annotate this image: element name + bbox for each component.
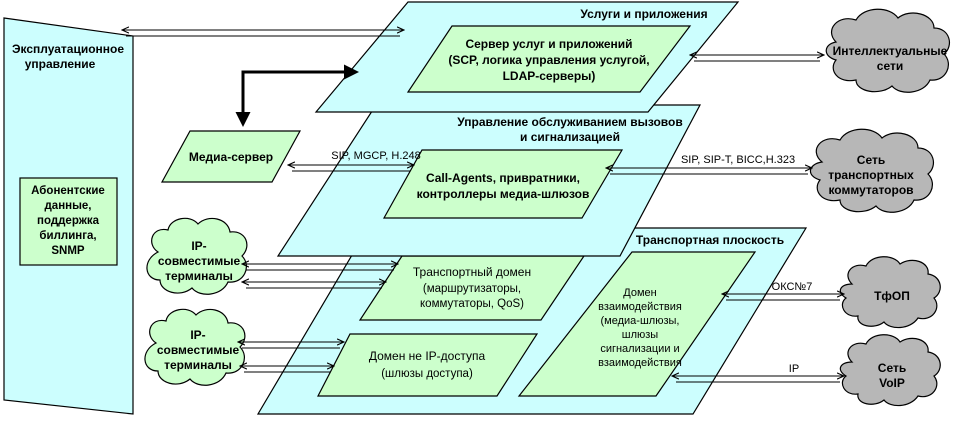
non-ip-access-domain-box xyxy=(317,333,539,397)
interworking-line1: Домен xyxy=(623,287,656,299)
pstn-label: ТфОП xyxy=(874,289,910,303)
operations-services-arrow xyxy=(122,30,404,37)
ip-terminals-1-line3: терминалы xyxy=(165,269,233,283)
subscriber-data-line5: SNMP xyxy=(51,245,85,257)
voip-network-cloud: Сеть VoIP xyxy=(839,334,941,407)
pstn-cloud: ТфОП xyxy=(839,256,941,329)
media-server-box: Медиа-сервер xyxy=(160,130,302,183)
call-agents-box xyxy=(382,149,624,219)
connection-arrows xyxy=(122,30,844,383)
interworking-line2: взаимодействия xyxy=(598,301,682,313)
interworking-line5: сигнализации и xyxy=(600,343,679,355)
ip-terminals-cloud-2: IP- совместимые терминалы xyxy=(144,308,246,386)
transit-switch-network-cloud: Сеть транспортных коммутаторов xyxy=(809,128,935,213)
operations-management-panel: Эксплуатационное управление Абонентские … xyxy=(3,17,134,415)
protocol-label-pstn: ОКС№7 xyxy=(772,281,813,293)
ip-terminals-1-line1: IP- xyxy=(191,239,206,253)
transport-plane-title: Транспортная плоскость xyxy=(636,233,784,247)
transport-domain-line1: Транспортный домен xyxy=(413,265,531,279)
call-agents-line1: Call-Agents, привратники, xyxy=(426,171,580,185)
protocol-label-media: SIP, MGCP, H.248 xyxy=(331,150,420,162)
ip-terminals-cloud-1: IP- совместимые терминалы xyxy=(146,217,248,295)
intelligent-networks-line1: Интеллектуальные xyxy=(833,44,948,58)
call-agents-line2: контроллеры медиа-шлюзов xyxy=(417,187,590,201)
service-server-box xyxy=(406,25,692,93)
services-intelligent-arrow xyxy=(690,55,824,62)
operations-title-line2: управление xyxy=(25,57,96,71)
intelligent-networks-cloud: Интеллектуальные сети xyxy=(825,8,951,93)
ip-terminals-2-line3: терминалы xyxy=(164,358,232,372)
transport-plane: Транспортная плоскость Транспортный доме… xyxy=(256,227,808,415)
intelligent-networks-line2: сети xyxy=(877,59,903,73)
call-control-title-line1: Управление обслуживанием вызовов xyxy=(457,115,682,129)
transit-network-line1: Сеть xyxy=(857,153,885,167)
subscriber-data-line2: данные, xyxy=(45,200,92,212)
subscriber-data-line4: биллинга, xyxy=(39,230,96,242)
interworking-line4: шлюзы xyxy=(622,329,659,341)
interworking-line3: (медиа-шлюзы, xyxy=(601,315,680,327)
ip-terminals-1-line2: совместимые xyxy=(158,254,241,268)
services-plane: Услуги и приложения Сервер услуг и прило… xyxy=(314,1,740,113)
interworking-line6: взаимодействия xyxy=(598,357,682,369)
subscriber-data-box xyxy=(19,177,118,266)
services-plane-title: Услуги и приложения xyxy=(580,7,707,21)
non-ip-access-line1: Домен не IP-доступа xyxy=(369,349,486,363)
transport-domain-line3: коммутаторы, QoS) xyxy=(420,298,524,310)
subscriber-data-line1: Абонентские xyxy=(31,185,105,197)
call-control-title-line2: и сигнализацией xyxy=(520,130,620,144)
service-server-line3: LDAP-серверы) xyxy=(503,69,596,83)
media-server-services-connector xyxy=(235,64,359,127)
subscriber-data-line3: поддержка xyxy=(37,215,100,227)
interworking-pstn-arrow xyxy=(722,294,844,301)
interworking-voip-arrow xyxy=(672,376,844,383)
non-ip-access-line2: (шлюзы доступа) xyxy=(381,368,473,380)
call-agents-transit-arrow xyxy=(606,168,812,175)
transit-network-line3: коммутаторов xyxy=(828,183,913,197)
voip-network-line2: VoIP xyxy=(879,376,905,390)
terminals2-nonip-arrows xyxy=(238,342,344,373)
service-server-line1: Сервер услуг и приложений xyxy=(465,37,632,51)
protocol-label-voip: IP xyxy=(789,363,799,375)
media-server-call-agents-arrow xyxy=(288,165,414,172)
transport-domain-line2: (маршрутизаторы, xyxy=(423,283,521,295)
media-server-label: Медиа-сервер xyxy=(189,150,273,164)
ip-terminals-2-line2: совместимые xyxy=(157,343,240,357)
voip-network-line1: Сеть xyxy=(878,361,906,375)
ip-terminals-2-line1: IP- xyxy=(190,328,205,342)
interworking-domain-box xyxy=(517,251,757,397)
terminals1-transport-arrows xyxy=(242,264,398,289)
operations-title-line1: Эксплуатационное xyxy=(12,42,124,56)
protocol-label-transit: SIP, SIP-T, BICC,H.323 xyxy=(681,154,795,166)
transit-network-line2: транспортных xyxy=(828,168,914,182)
service-server-line2: (SCP, логика управления услугой, xyxy=(448,53,649,67)
